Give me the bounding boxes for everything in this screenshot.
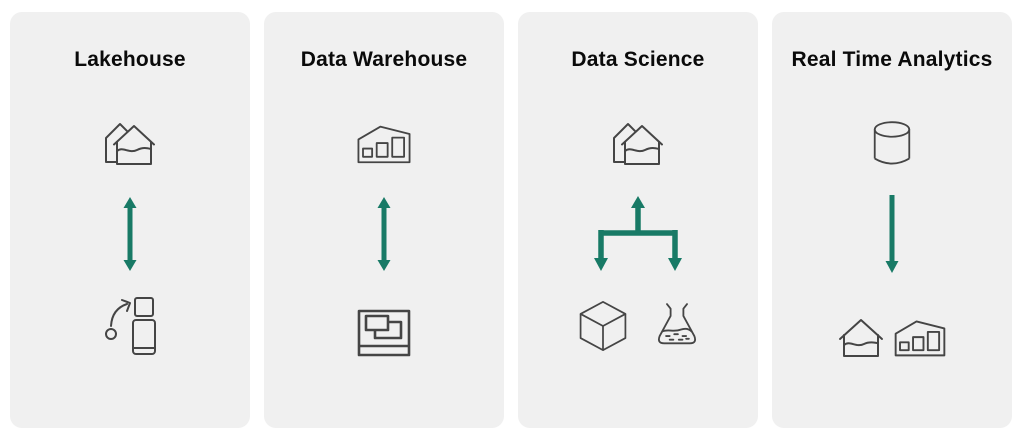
bottom-icon-zone: [838, 294, 947, 358]
bottom-icon-zone: [356, 294, 412, 358]
cube-icon: [579, 301, 627, 352]
bidirectional-arrow: [123, 197, 137, 271]
flask-icon: [658, 303, 696, 345]
flow-arrow-zone: [590, 192, 686, 276]
top-icon-zone: [352, 116, 416, 172]
top-icon-zone: [100, 116, 160, 172]
warehouse-icon: [894, 320, 945, 357]
database-icon: [873, 121, 911, 165]
down-arrow: [885, 195, 899, 273]
bottom-icon-zone: [578, 294, 698, 358]
pipeline-icon: [105, 297, 156, 355]
flow-arrow-zone: [881, 192, 903, 276]
card-title: Lakehouse: [74, 48, 186, 71]
lakehouse-icon: [613, 123, 663, 165]
card-title: Data Warehouse: [300, 48, 468, 71]
card-title: Real Time Analytics: [791, 48, 993, 71]
card-data-warehouse: Data Warehouse: [264, 12, 504, 428]
flow-arrow-zone: [119, 192, 141, 276]
card-data-science: Data Science: [518, 12, 758, 428]
flow-arrow-zone: [373, 192, 395, 276]
bidirectional-arrow: [377, 197, 391, 271]
card-lakehouse: Lakehouse: [10, 12, 250, 428]
top-icon-zone: [608, 116, 668, 172]
card-real-time-analytics: Real Time Analytics: [772, 12, 1012, 428]
bottom-icon-zone: [103, 294, 157, 358]
card-title: Data Science: [571, 48, 705, 71]
top-icon-zone: [872, 116, 912, 172]
house-wave-icon: [838, 319, 883, 357]
visual-query-icon: [357, 309, 411, 357]
lakehouse-icon: [105, 123, 155, 165]
branch-arrows: [594, 196, 682, 271]
warehouse-icon: [357, 125, 411, 164]
